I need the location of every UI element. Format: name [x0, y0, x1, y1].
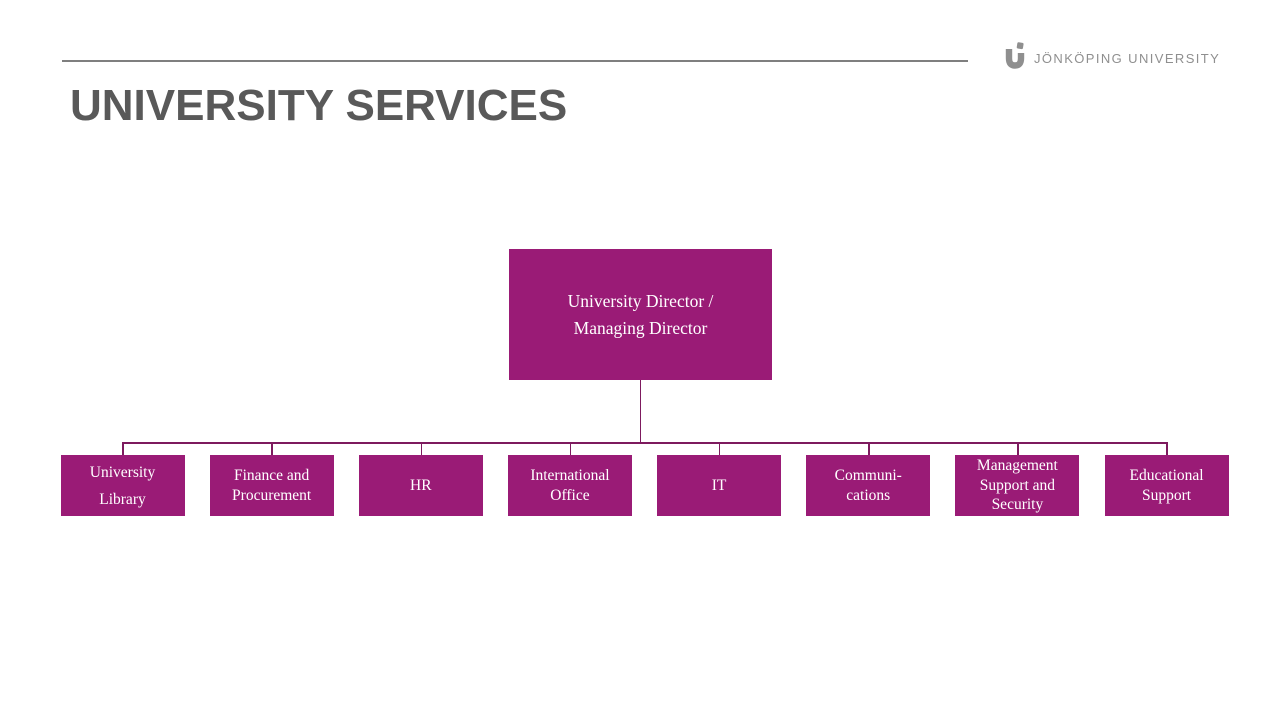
- connector-tick: [122, 442, 124, 456]
- dept-label-line: HR: [410, 476, 432, 494]
- dept-label-line: Library: [99, 490, 146, 508]
- connector-vertical: [639, 380, 642, 443]
- dept-box-6: Communi-cations: [806, 455, 931, 516]
- connector-tick: [718, 442, 721, 456]
- dept-label-line: IT: [711, 476, 727, 494]
- connector-tick: [271, 442, 274, 456]
- dept-label-line: Management: [976, 457, 1058, 475]
- root-label-line: University Director /: [567, 291, 714, 311]
- dept-box-3: HR: [358, 455, 483, 516]
- dept-label-line: Support: [1142, 486, 1192, 504]
- connector-tick: [868, 442, 870, 456]
- root-box: University Director / Managing Director: [509, 249, 772, 380]
- dept-label-line: Support and: [979, 476, 1056, 494]
- page-title: UNIVERSITY SERVICES: [70, 81, 568, 130]
- connector-tick: [420, 442, 423, 456]
- logo-text: JÖNKÖPING UNIVERSITY: [1034, 50, 1221, 66]
- connector-tick: [1166, 442, 1168, 456]
- dept-label-line: Finance and: [233, 467, 310, 484]
- connector-tick: [1017, 442, 1019, 456]
- dept-box-5: IT: [657, 455, 782, 516]
- dept-label-line: Office: [550, 486, 590, 504]
- dept-label-line: International: [530, 467, 610, 484]
- dept-label-line: Procurement: [232, 486, 312, 504]
- dept-label-line: University: [89, 463, 156, 481]
- connector-horizontal: [122, 442, 1168, 444]
- dept-label-line: Security: [991, 496, 1044, 514]
- connector-tick: [569, 442, 572, 456]
- header-rule: [62, 60, 968, 62]
- ju-monogram-icon: [1005, 42, 1025, 69]
- dept-label-line: cations: [846, 486, 891, 504]
- dept-label-line: Educational: [1129, 467, 1204, 484]
- dept-label-line: Communi-: [834, 467, 902, 484]
- root-label-line: Managing Director: [573, 317, 708, 338]
- university-logo: JÖNKÖPING UNIVERSITY: [1005, 42, 1220, 70]
